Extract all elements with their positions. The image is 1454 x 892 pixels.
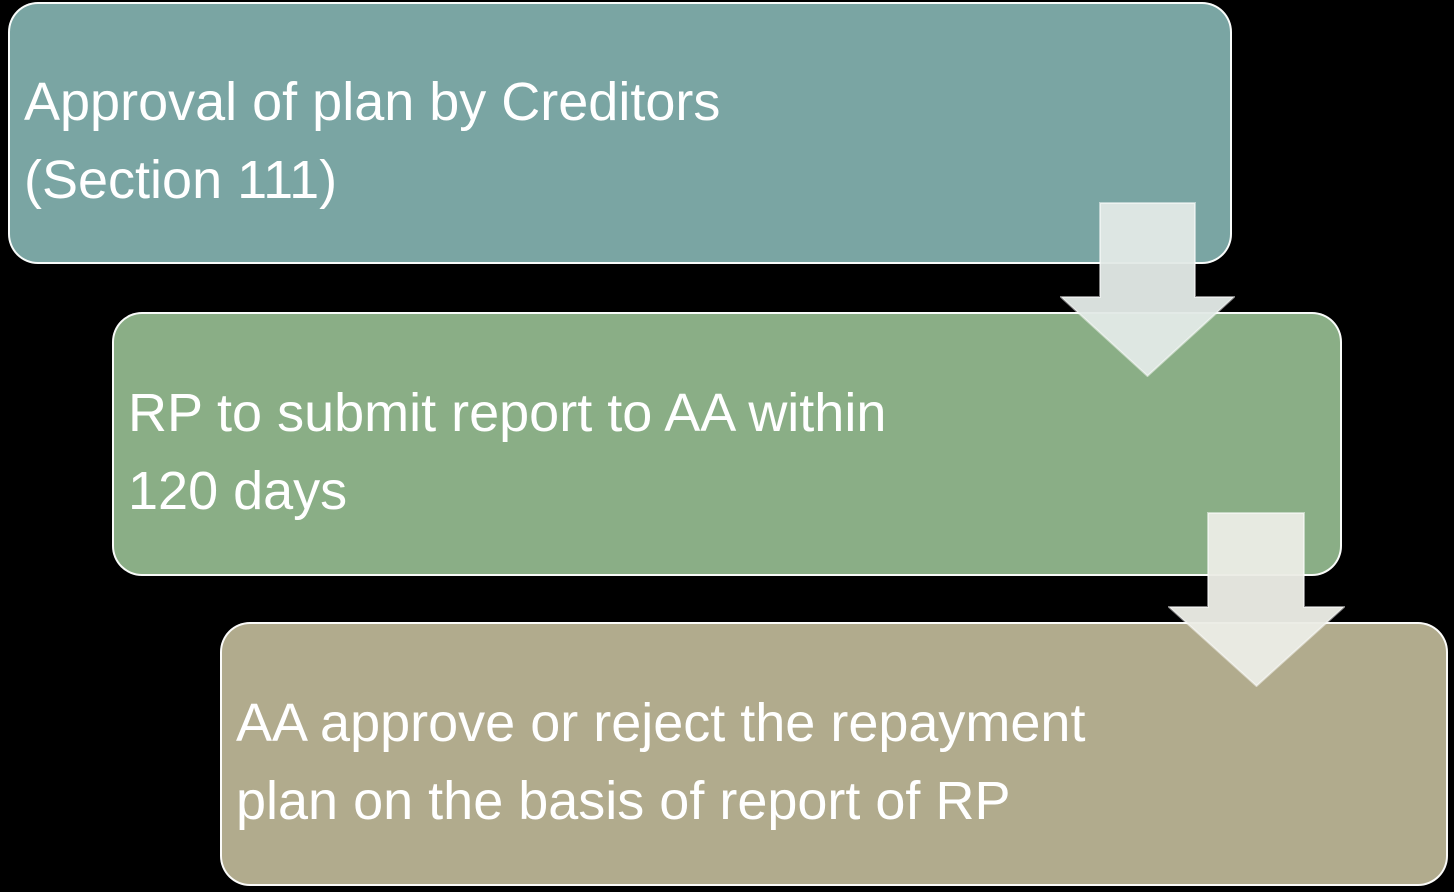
step-label-line: (Section 111) [24, 150, 338, 210]
step-label-line: 120 days [128, 461, 348, 521]
down-arrow-shape [1168, 512, 1345, 687]
down-arrow-shape [1060, 202, 1235, 377]
step-label-line: plan on the basis of report of RP [236, 771, 1011, 831]
flow-step-approval-by-creditors: Approval of plan by Creditors (Section 1… [8, 2, 1232, 264]
step-label-line: AA approve or reject the repayment [236, 693, 1086, 753]
down-arrow-icon [1060, 202, 1235, 377]
step-label-line: Approval of plan by Creditors [24, 72, 721, 132]
step-label-line: RP to submit report to AA within [128, 383, 887, 443]
down-arrow-icon [1168, 512, 1345, 687]
